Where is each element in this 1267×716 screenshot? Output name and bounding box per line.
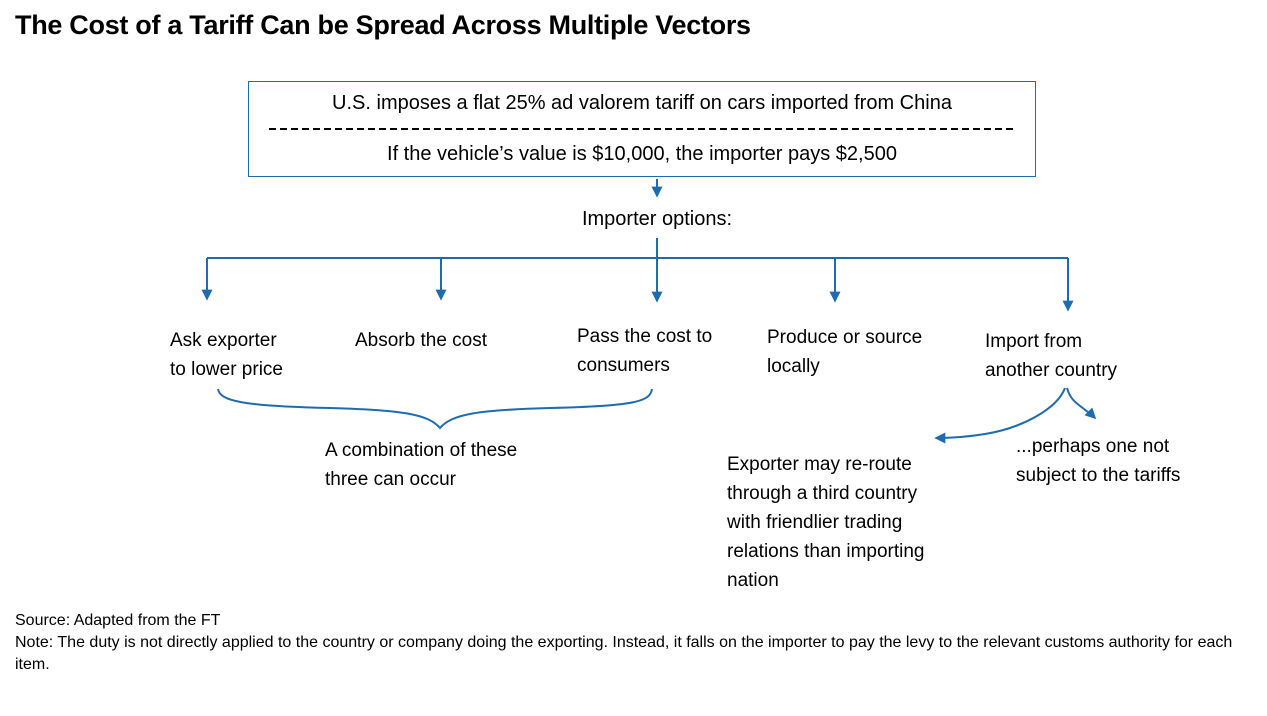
dashed-divider (268, 127, 1016, 130)
importer-options-label: Importer options: (581, 208, 733, 230)
option-pass-cost: Pass the cost to consumers (577, 326, 713, 376)
tariff-box-line-2: If the vehicle’s value is $10,000, the i… (387, 143, 897, 165)
tariff-box-line-1: U.S. imposes a flat 25% ad valorem tarif… (332, 92, 952, 114)
combination-note: A combination of these three can occur (325, 440, 518, 490)
source-line: Source: Adapted from the FT (15, 612, 221, 629)
perhaps-note: ...perhaps one not subject to the tariff… (1016, 436, 1181, 486)
option-produce-locally: Produce or source locally (767, 327, 923, 377)
arrow-to-perhaps-note (1066, 387, 1097, 420)
tariff-example-box: U.S. imposes a flat 25% ad valorem tarif… (248, 81, 1036, 177)
combination-brace (217, 388, 653, 430)
option-ask-exporter: Ask exporter to lower price (170, 330, 283, 380)
option-import-other-country: Import from another country (985, 331, 1118, 381)
page-title: The Cost of a Tariff Can be Spread Acros… (15, 10, 751, 40)
arrow-to-reroute-note (934, 387, 1066, 444)
note-line: Note: The duty is not directly applied t… (15, 634, 1233, 673)
option-absorb-cost: Absorb the cost (355, 330, 488, 351)
reroute-note: Exporter may re-route through a third co… (727, 454, 925, 591)
